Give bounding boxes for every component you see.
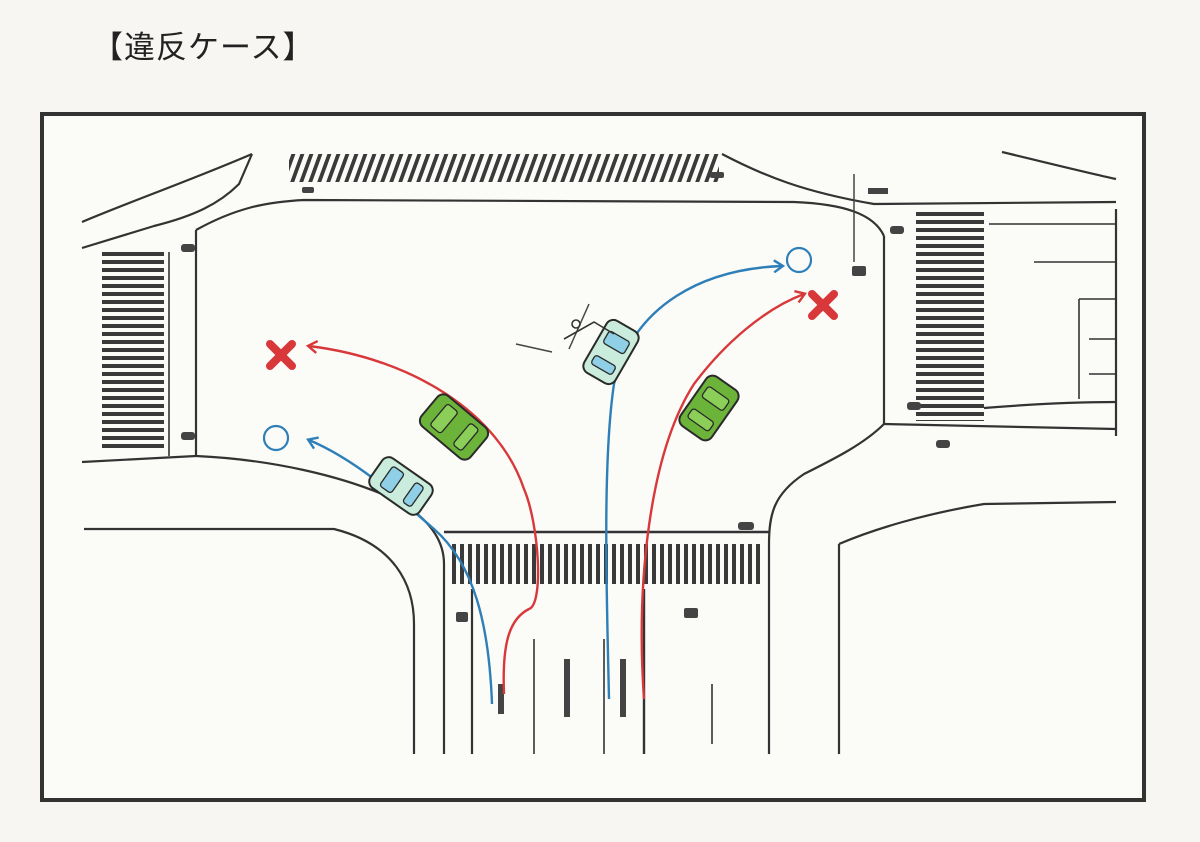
crosswalk-left — [102, 252, 164, 452]
car-right-turn-violation — [678, 374, 740, 442]
car-right-turn-correct — [582, 318, 640, 386]
car-left-turn-correct — [368, 456, 434, 516]
curb-top-right — [721, 153, 1117, 206]
circle-mark-left — [262, 424, 290, 452]
page-title: 【違反ケース】 — [92, 30, 315, 66]
crosswalk-right — [916, 209, 984, 421]
road-markings — [181, 172, 950, 717]
path-left-turn-correct — [306, 436, 494, 705]
path-left-turn-violation — [305, 339, 540, 695]
circle-mark-right — [785, 246, 813, 274]
intersection-diagram — [81, 150, 1118, 754]
car-left-turn-violation — [418, 393, 490, 461]
crosswalks — [102, 154, 984, 584]
cyclist-icon — [563, 319, 615, 340]
cross-mark-right — [808, 290, 838, 320]
curb-top-inner — [195, 198, 886, 237]
crosswalk-top — [289, 154, 719, 182]
road-layout — [81, 150, 1118, 754]
curb-top-left — [81, 152, 253, 224]
cross-mark-left — [266, 340, 296, 370]
path-right-turn-violation — [640, 290, 807, 700]
diagram-frame — [40, 112, 1146, 802]
curb-bottom-right — [767, 423, 885, 545]
path-right-turn-correct — [605, 259, 786, 700]
